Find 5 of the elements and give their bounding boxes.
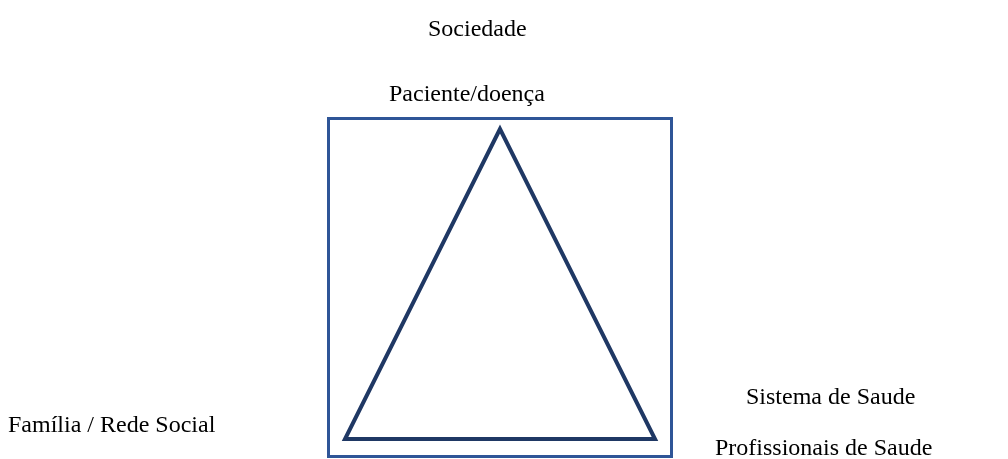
text-label: Profissionais de Saude <box>715 433 933 459</box>
text-label: Sociedade <box>428 14 527 42</box>
text-label: Paciente/doença <box>389 79 545 107</box>
text-label: Família / Rede Social <box>8 410 216 438</box>
text-label: Sistema de Saude <box>746 382 916 410</box>
